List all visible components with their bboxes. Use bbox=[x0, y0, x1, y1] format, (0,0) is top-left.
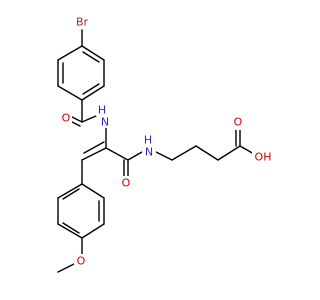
bond bbox=[81, 85, 105, 101]
bond bbox=[81, 147, 107, 161]
amide-oxygen-top: O bbox=[62, 112, 71, 125]
molecule-structure-diagram: Br O H N H N O O OH O bbox=[57, 14, 274, 273]
atom-labels: Br O H N H N O O OH O bbox=[60, 14, 274, 268]
bond bbox=[81, 223, 105, 239]
nh-hydrogen-top: H bbox=[98, 104, 106, 117]
nh-nitrogen-top: N bbox=[101, 116, 109, 129]
bond bbox=[82, 51, 100, 63]
bond bbox=[57, 45, 83, 61]
bond bbox=[82, 83, 100, 95]
bond bbox=[81, 183, 105, 199]
bond bbox=[171, 145, 197, 161]
bond bbox=[62, 222, 80, 234]
bond bbox=[57, 223, 83, 239]
amide-oxygen-bottom: O bbox=[122, 177, 131, 190]
bond bbox=[155, 151, 173, 161]
bond bbox=[217, 145, 241, 161]
bond bbox=[195, 145, 219, 161]
bond bbox=[239, 145, 255, 155]
bromine-atom: Br bbox=[76, 16, 89, 29]
bond bbox=[57, 183, 83, 199]
methoxyphenyl-ring bbox=[57, 183, 105, 239]
bond bbox=[62, 188, 80, 200]
bromophenyl-ring bbox=[57, 45, 105, 101]
methoxy-oxygen: O bbox=[77, 255, 86, 268]
bond bbox=[81, 45, 105, 61]
bond bbox=[127, 151, 143, 161]
bond bbox=[57, 263, 75, 273]
molecule-svg: Br O H N H N O O OH O bbox=[57, 14, 274, 273]
bond bbox=[83, 141, 105, 154]
acid-carbonyl-oxygen: O bbox=[234, 116, 243, 129]
acid-hydroxyl: OH bbox=[255, 151, 272, 164]
nh-nitrogen-right: N bbox=[145, 146, 153, 159]
bond bbox=[57, 85, 83, 101]
bond bbox=[105, 147, 129, 161]
nh-hydrogen-right: H bbox=[144, 134, 152, 147]
bond bbox=[81, 115, 97, 123]
